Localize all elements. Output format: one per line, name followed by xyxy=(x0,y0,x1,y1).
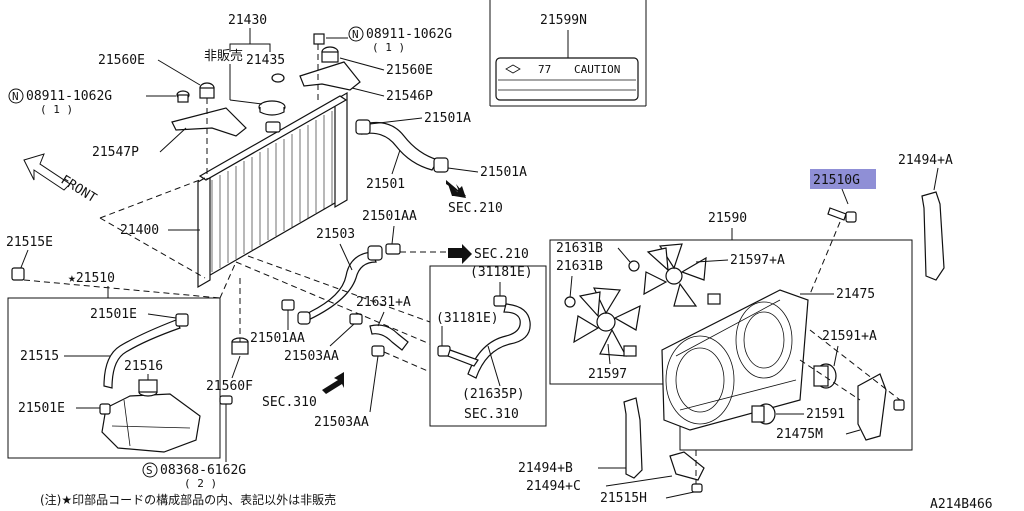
part-label-21501E-bot: 21501E xyxy=(18,401,65,416)
part-label-21631B-bot: 21631B xyxy=(556,259,603,274)
qty-08911-left: ( 1 ) xyxy=(40,103,73,116)
diagram-code: A214B466 xyxy=(930,497,993,511)
part-label-21631A-mid: 21631+A xyxy=(356,295,411,310)
part-label-31181E-mid: (31181E) xyxy=(436,311,499,326)
part-label-21501E-top: 21501E xyxy=(90,307,137,322)
part-label-21494C: 21494+C xyxy=(526,479,581,494)
part-label-21501AA-mid: 21501AA xyxy=(250,331,305,346)
part-label-21475: 21475 xyxy=(836,287,875,302)
reservoir-tank xyxy=(99,313,201,453)
part-label-21503AA-bot: 21503AA xyxy=(314,415,369,430)
part-label-21560E-left: 21560E xyxy=(98,53,145,68)
part-label-08911-left: 08911-1062G xyxy=(26,89,112,104)
part-label-21591A: 21591+A xyxy=(822,329,877,344)
part-label-21494B: 21494+B xyxy=(518,461,573,476)
part-label-21560F: 21560F xyxy=(206,379,253,394)
qty-08368: ( 2 ) xyxy=(184,477,217,490)
right-mount-bracket xyxy=(299,33,361,91)
motor-bracket-21475M xyxy=(857,373,887,441)
sec-210-label-a: SEC.210 xyxy=(448,201,503,216)
part-label-21510G[interactable]: 21510G xyxy=(813,173,860,188)
part-label-21546P: 21546P xyxy=(386,89,433,104)
left-mount-bracket xyxy=(171,82,247,137)
part-label-21400: 21400 xyxy=(120,223,159,238)
part-label-21635P: (21635P) xyxy=(462,387,525,402)
nut-symbol-right: N xyxy=(352,28,359,41)
sec-310-label-b: SEC.310 xyxy=(464,407,519,422)
fan-motor-upper xyxy=(813,363,837,389)
seal-21494C xyxy=(669,451,705,481)
part-label-21597: 21597 xyxy=(588,367,627,382)
radiator-cap xyxy=(258,73,286,116)
qty-08911-right: ( 1 ) xyxy=(372,41,405,54)
radiator-core xyxy=(197,91,348,289)
part-label-21560E-right: 21560E xyxy=(386,63,433,78)
part-label-21515E: 21515E xyxy=(6,235,53,250)
part-label-21503: 21503 xyxy=(316,227,355,242)
fan-upper xyxy=(643,243,707,307)
sec-310-label-a: SEC.310 xyxy=(262,395,317,410)
sec-210-label-b: SEC.210 xyxy=(474,247,529,262)
part-label-21475M: 21475M xyxy=(776,427,823,442)
part-label-21590: 21590 xyxy=(708,211,747,226)
part-label-21435: 21435 xyxy=(246,53,285,68)
upper-radiator-hose xyxy=(355,119,449,173)
part-label-21515H: 21515H xyxy=(600,491,647,506)
part-label-08911-right: 08911-1062G xyxy=(366,27,452,42)
lower-radiator-hose xyxy=(297,245,383,325)
part-label-21631B-top: 21631B xyxy=(556,241,603,256)
part-label-21501A-mid: 21501A xyxy=(480,165,527,180)
nut-symbol-left: N xyxy=(12,90,19,103)
part-label-08368: 08368-6162G xyxy=(160,463,246,478)
footnote-text: (注)★印部品コードの構成部品の内、表記以外は非販売 xyxy=(40,492,336,507)
highlighted-part-21510G[interactable] xyxy=(810,169,876,189)
seal-21494B xyxy=(623,397,643,479)
bolt-21510G xyxy=(827,207,857,223)
front-direction-arrow: FRONT xyxy=(23,153,99,206)
part-label-21591: 21591 xyxy=(806,407,845,422)
part-label-21501: 21501 xyxy=(366,177,405,192)
caution-number: 77 xyxy=(538,63,551,76)
bolt-08368 xyxy=(219,395,233,414)
part-label-21547P: 21547P xyxy=(92,145,139,160)
part-label-21599N: 21599N xyxy=(540,13,587,28)
part-label-21597A: 21597+A xyxy=(730,253,785,268)
seal-21494A xyxy=(921,191,945,281)
fan-motor-lower xyxy=(751,403,776,425)
part-label-31181E-top: (31181E) xyxy=(470,265,533,280)
caution-text: CAUTION xyxy=(574,63,620,76)
caution-label-group: 21599N 77 CAUTION xyxy=(489,0,647,107)
screw-symbol: S xyxy=(146,464,153,477)
part-label-21501A-top: 21501A xyxy=(424,111,471,126)
not-for-sale-label: 非販売 xyxy=(204,48,243,64)
part-label-21510: ★21510 xyxy=(68,271,115,286)
part-label-21516: 21516 xyxy=(124,359,163,374)
part-label-21515: 21515 xyxy=(20,349,59,364)
fan-shroud xyxy=(661,289,809,431)
part-label-21494A: 21494+A xyxy=(898,153,953,168)
part-label-21503AA-mid: 21503AA xyxy=(284,349,339,364)
part-label-21430: 21430 xyxy=(228,13,267,28)
fan-lower xyxy=(573,287,641,357)
part-label-21501AA-top: 21501AA xyxy=(362,209,417,224)
